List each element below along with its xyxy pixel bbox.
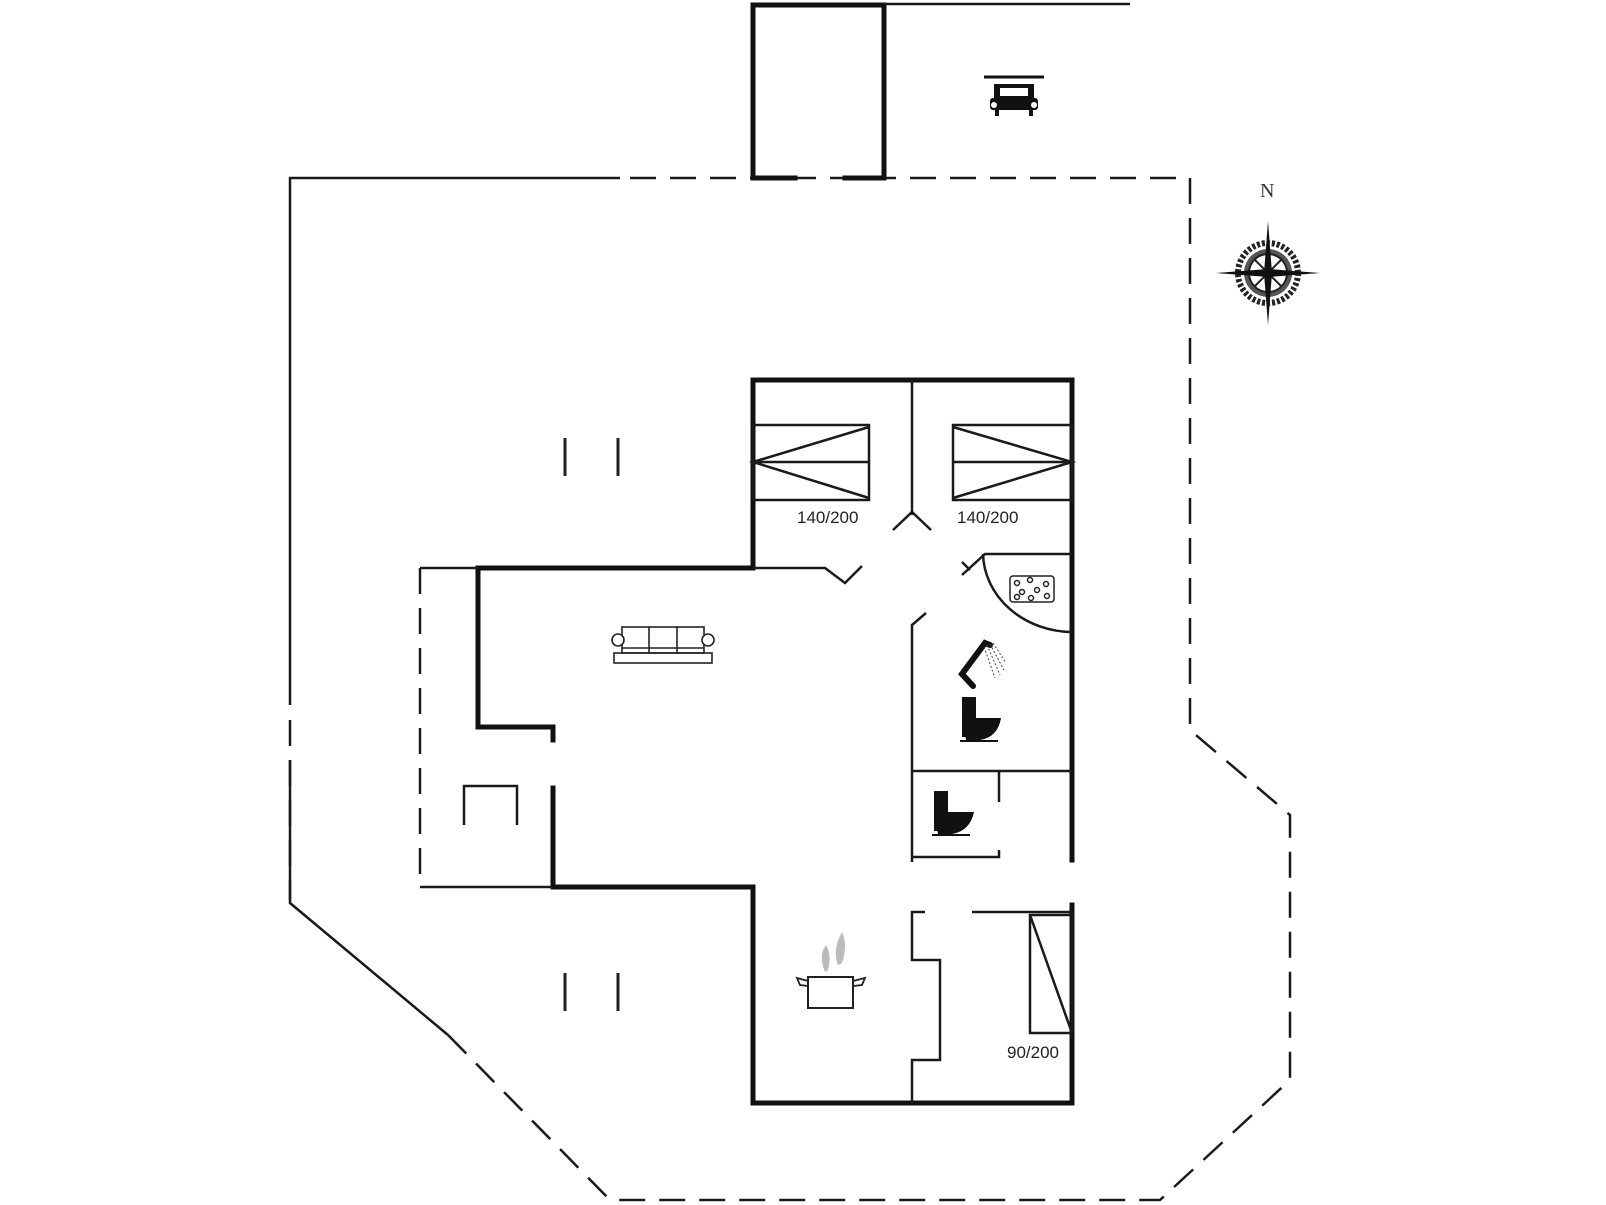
bed-size-label: 140/200 [797, 508, 859, 527]
bed-size-label: 140/200 [957, 508, 1019, 527]
sofa-icon [611, 626, 715, 664]
cooking-pot-icon [795, 932, 867, 1009]
interior-walls [753, 380, 1073, 1103]
double-bed-icon [951, 423, 1077, 502]
shower-icon [958, 639, 1007, 689]
terrace-outline [288, 176, 1292, 1202]
north-label: N [1260, 180, 1275, 202]
terrace-markers [563, 438, 620, 1011]
jacuzzi-icon [1009, 575, 1055, 603]
carport [750, 2, 1130, 181]
car-icon [984, 75, 1044, 116]
compass-rose-icon [1216, 221, 1320, 325]
single-bed-icon [1028, 913, 1074, 1035]
table-icon [462, 784, 519, 825]
toilet-icon [932, 791, 974, 836]
bed-size-label: 90/200 [1007, 1043, 1059, 1062]
toilet-icon [960, 697, 1001, 742]
double-bed-icon [748, 423, 871, 502]
